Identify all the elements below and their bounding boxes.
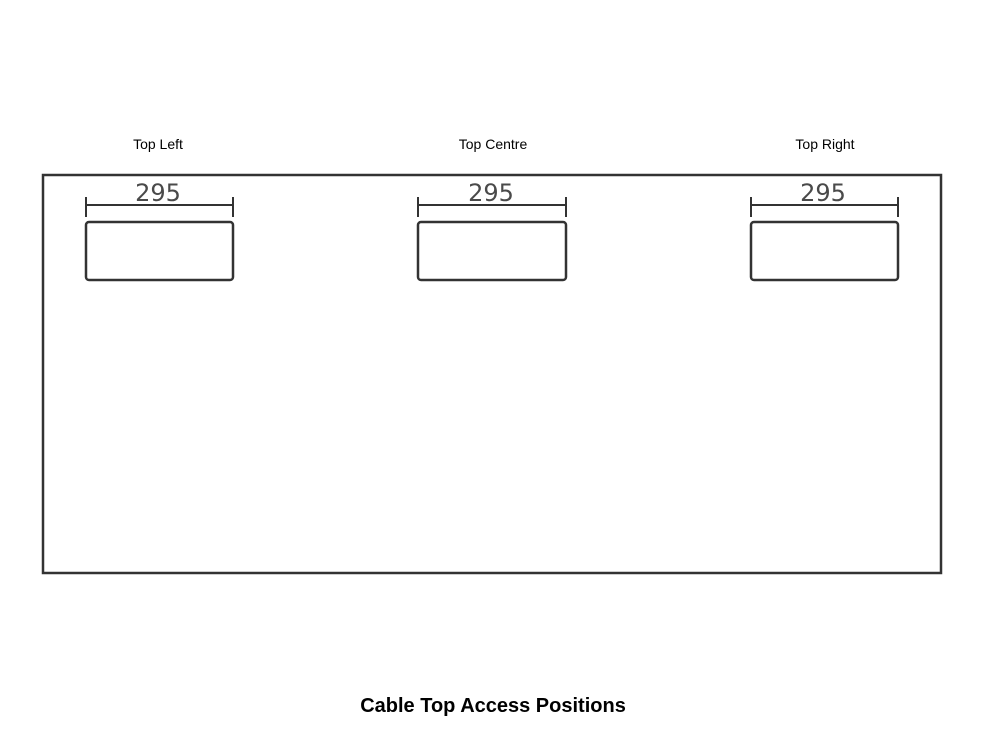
- dimension-value: 295: [468, 179, 514, 207]
- cable-access-cutout: [84, 220, 235, 282]
- position-label-top-centre: Top Centre: [458, 136, 528, 152]
- cable-access-cutout: [416, 220, 568, 282]
- cabinet-top-outline: [41, 173, 943, 575]
- dimension-value: 295: [800, 179, 846, 207]
- diagram-caption: Cable Top Access Positions: [360, 695, 626, 717]
- dimension-value: 295: [135, 179, 181, 207]
- cable-access-cutout: [749, 220, 900, 282]
- access-top-left: 295: [84, 179, 235, 282]
- position-label-top-right: Top Right: [795, 136, 855, 152]
- access-top-centre: 295: [416, 179, 568, 282]
- position-label-top-left: Top Left: [133, 136, 183, 152]
- access-top-right: 295: [749, 179, 900, 282]
